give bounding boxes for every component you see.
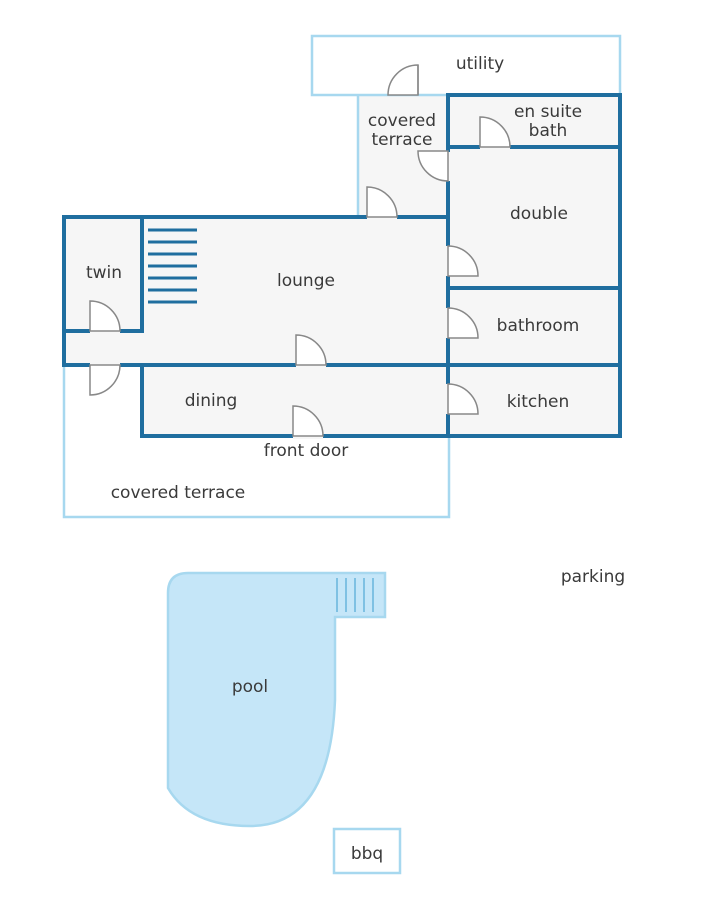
door-en-suite[interactable] (479, 116, 511, 150)
label-lounge: lounge (277, 271, 335, 291)
pool-basin (166, 571, 387, 828)
door-double[interactable] (445, 245, 479, 277)
pool (166, 571, 387, 828)
label-twin: twin (86, 263, 122, 283)
label-kitchen: kitchen (507, 392, 570, 412)
labels: utility en suite bath covered terrace do… (86, 54, 625, 864)
door-kitchen[interactable] (445, 383, 479, 415)
label-covered-terrace-top-2: terrace (371, 130, 432, 150)
door-twin[interactable] (89, 300, 121, 334)
label-covered-terrace-bottom: covered terrace (111, 483, 246, 503)
door-lounge-side[interactable] (89, 362, 121, 396)
door-front[interactable] (292, 405, 324, 439)
label-en-suite-1: en suite (514, 102, 582, 122)
door-dining-lounge[interactable] (295, 334, 327, 368)
label-bbq: bbq (351, 844, 383, 864)
stairs (148, 228, 197, 304)
label-bathroom: bathroom (497, 316, 580, 336)
door-lounge-top[interactable] (366, 186, 398, 220)
doors (89, 64, 511, 439)
label-double: double (510, 204, 568, 224)
label-pool: pool (232, 677, 268, 697)
door-utility[interactable] (387, 64, 419, 96)
label-covered-terrace-top-1: covered (368, 111, 436, 131)
room-fills (64, 95, 620, 436)
label-en-suite-2: bath (529, 121, 568, 141)
door-double-terrace[interactable] (417, 150, 451, 182)
pool-steps (336, 578, 374, 612)
door-bathroom[interactable] (445, 307, 479, 339)
covered-terrace-bottom-outline (62, 365, 451, 519)
label-utility: utility (456, 54, 504, 74)
bbq-outline (332, 827, 402, 875)
label-parking: parking (561, 567, 625, 587)
label-dining: dining (185, 391, 238, 411)
label-front-door: front door (264, 441, 348, 461)
